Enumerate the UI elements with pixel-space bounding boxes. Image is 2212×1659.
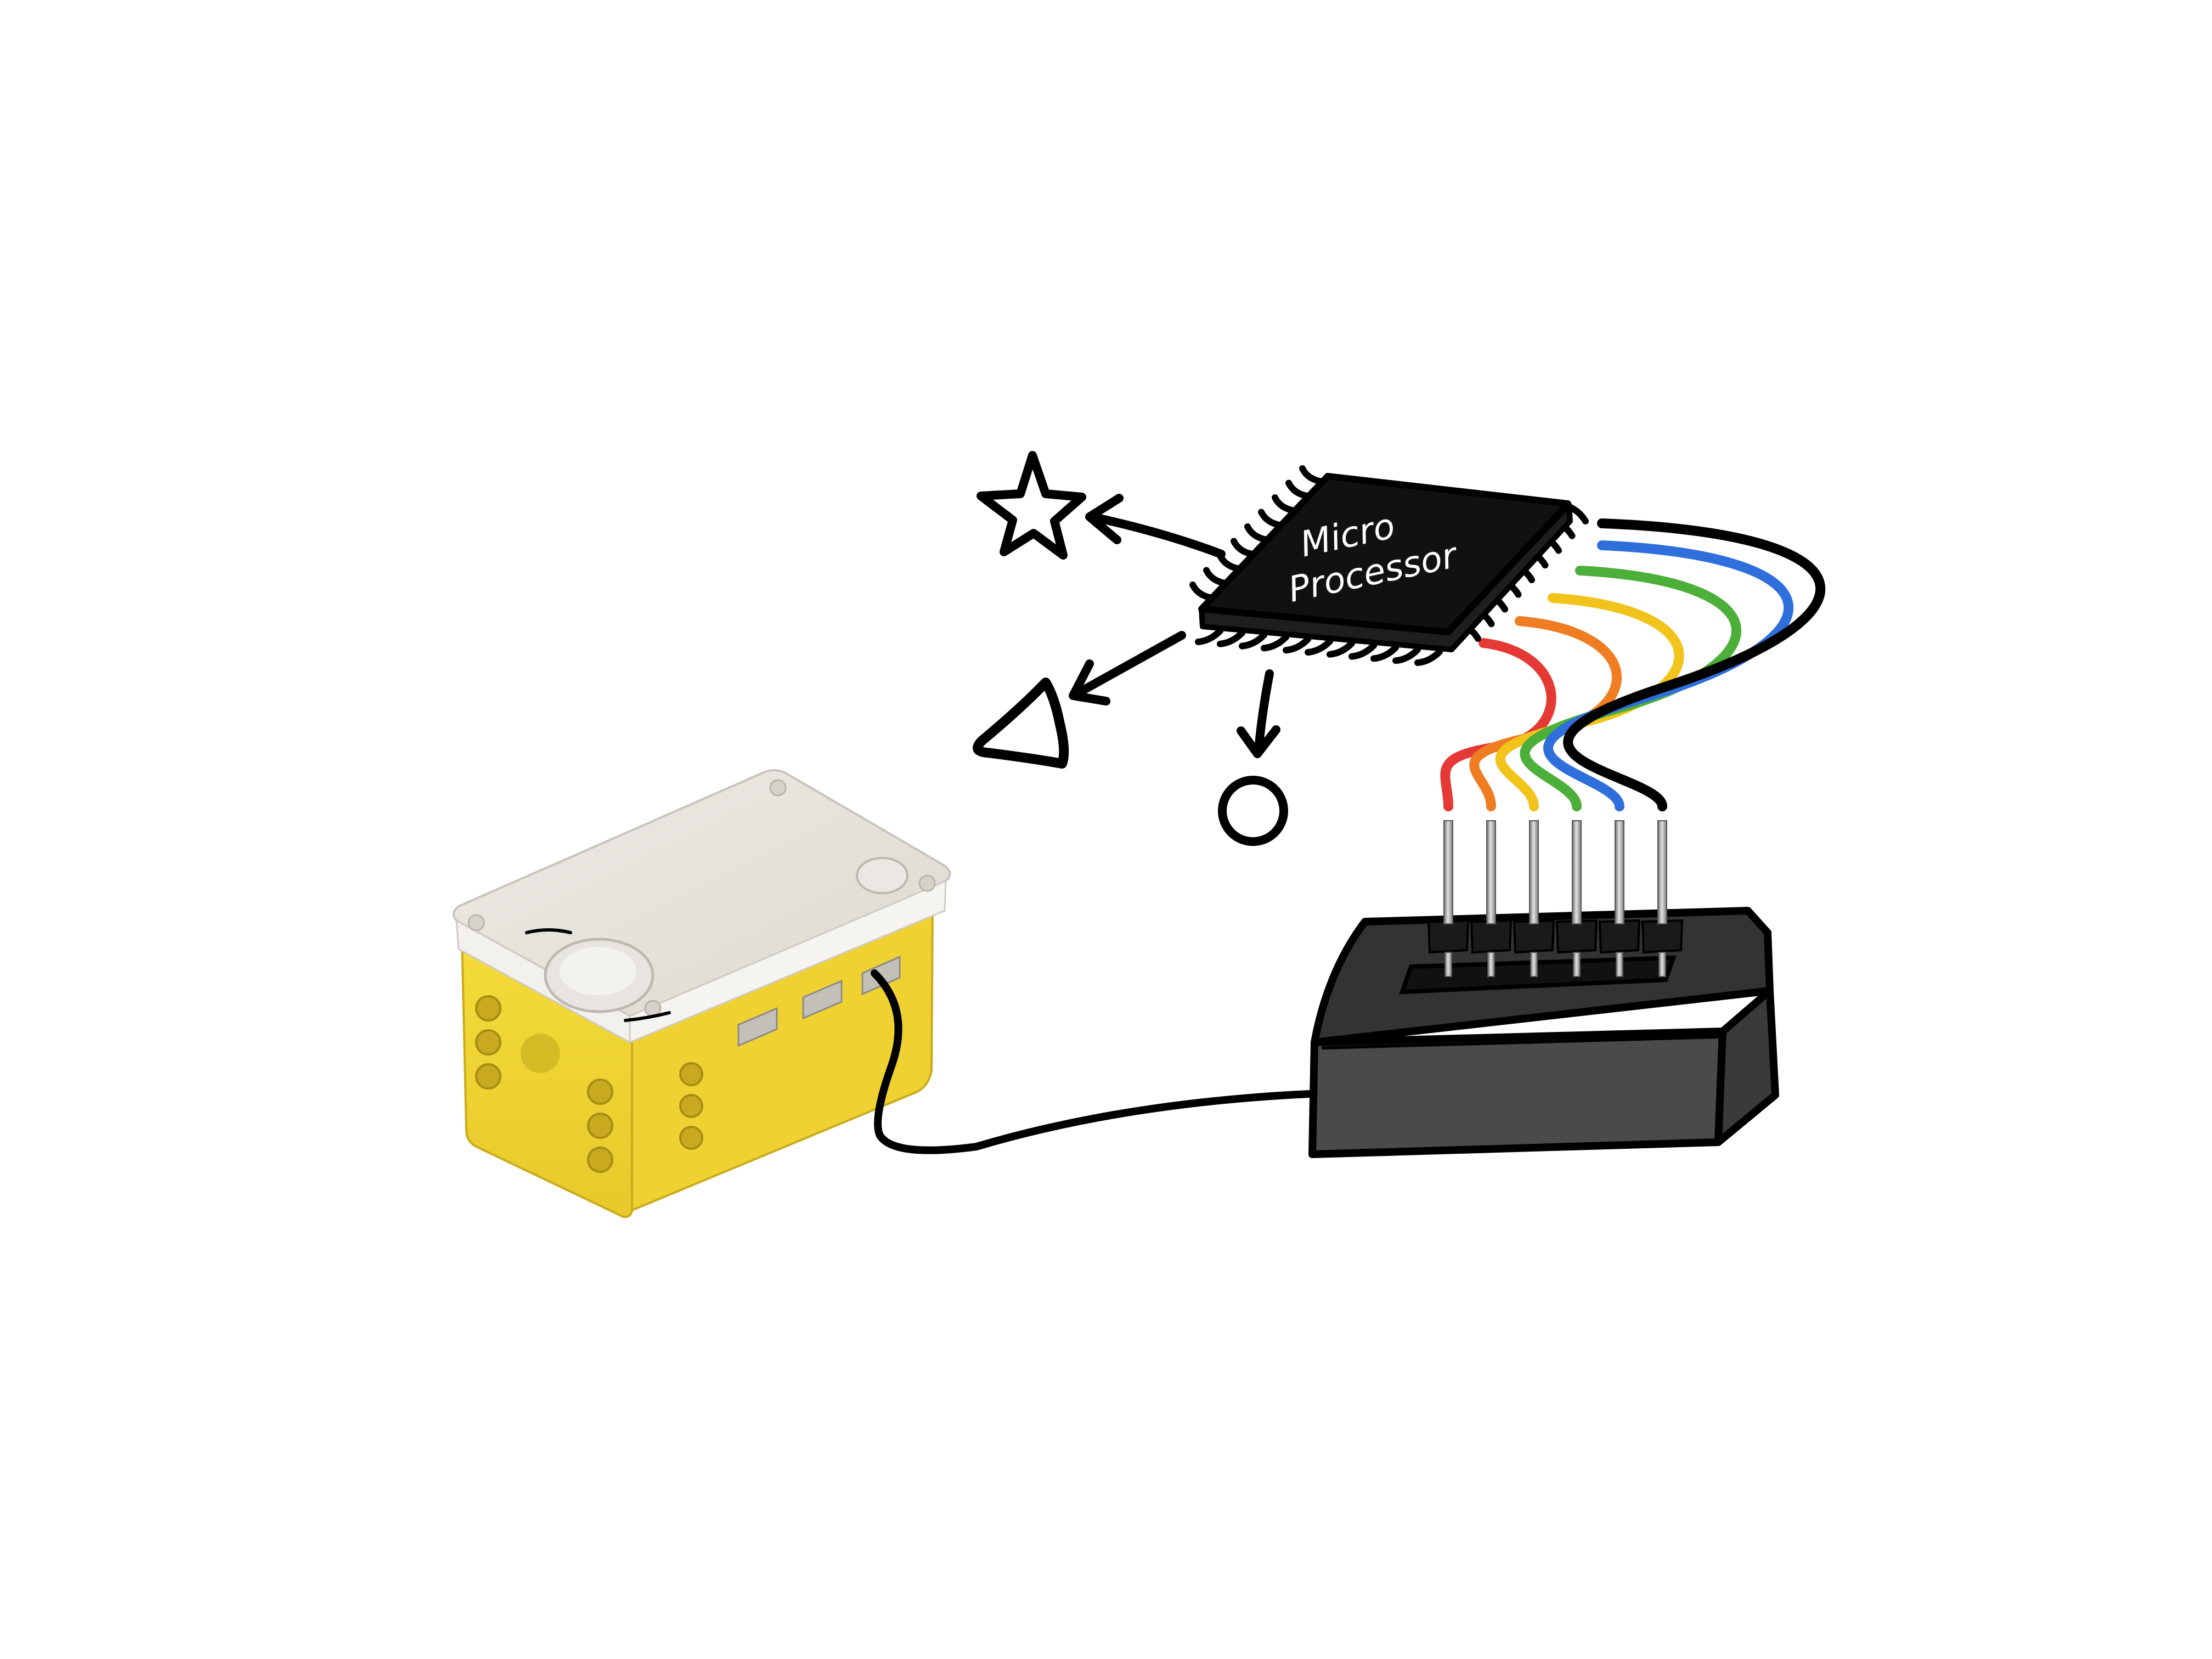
header-pin — [1657, 820, 1667, 924]
chip-leg — [1285, 479, 1312, 500]
hub-body-right — [631, 904, 934, 1212]
hub-lid-screws — [467, 779, 936, 1017]
triangle-icon — [973, 678, 1069, 769]
pin-header-block — [1641, 919, 1684, 954]
connector-side — [1714, 987, 1779, 1146]
hub-ports — [737, 955, 901, 1047]
header-pin — [1486, 820, 1496, 924]
chip-leg — [1283, 636, 1311, 654]
chip-leg — [1370, 644, 1399, 662]
hub-center-button — [544, 938, 654, 1013]
chip-leg — [1261, 634, 1289, 652]
hub-lid-skirt-right — [629, 879, 947, 1044]
hub-speaker-grille — [521, 1034, 560, 1073]
hub-cable — [871, 969, 1313, 1154]
chip-body — [1198, 473, 1571, 635]
wire-red — [1440, 638, 1556, 811]
arrow-to-star — [1085, 494, 1226, 558]
pin-header-block — [1513, 919, 1555, 954]
chip-leg — [1258, 509, 1284, 529]
connector-front — [1308, 1028, 1726, 1158]
pin-header-block — [1555, 919, 1598, 954]
hub-lid-groove — [525, 928, 671, 1022]
chip-legs-bottom — [1195, 628, 1443, 666]
header-pin-lower — [1444, 952, 1452, 977]
circle-icon — [1218, 776, 1288, 846]
rainbow-wires — [1440, 518, 1826, 811]
chip-leg — [1327, 640, 1355, 658]
header-pin-lower — [1530, 952, 1538, 977]
chip-leg — [1414, 648, 1443, 666]
output-arrows — [1069, 494, 1280, 758]
lego-hub — [452, 769, 951, 1218]
chip-leg — [1217, 629, 1245, 647]
header-pin-lower — [1616, 952, 1623, 977]
header-pin-lower — [1658, 952, 1666, 977]
wire-green — [1520, 566, 1741, 811]
star-icon — [977, 451, 1086, 560]
chip-leg — [1305, 638, 1333, 656]
microprocessor-chip: Micro Processor — [1189, 465, 1589, 666]
header-pin-lower — [1487, 952, 1495, 977]
header-pin — [1572, 820, 1582, 924]
arrow-to-triangle — [1069, 631, 1186, 706]
chip-leg — [1239, 631, 1267, 650]
header-pin — [1443, 820, 1453, 924]
pin-header-block — [1427, 919, 1470, 954]
header-pin — [1615, 820, 1624, 924]
chip-leg — [1244, 523, 1271, 543]
connector-edge-highlight — [1322, 1035, 1719, 1049]
pin-header-block — [1470, 919, 1513, 954]
header-pin-lower — [1573, 952, 1581, 977]
chip-leg — [1348, 642, 1377, 660]
wire-black — [1563, 518, 1826, 811]
chip-leg — [1299, 465, 1325, 485]
pin-header — [1427, 820, 1684, 977]
pin-header-block — [1598, 919, 1641, 954]
hub-bluetooth-button — [856, 857, 909, 894]
hub-technic-holes — [475, 995, 703, 1173]
arrow-to-circle — [1237, 669, 1280, 758]
chip-leg — [1392, 646, 1421, 664]
chip-leg — [1272, 494, 1298, 514]
chip-leg — [1195, 628, 1223, 645]
header-pin — [1529, 820, 1539, 924]
chip-leg — [1231, 538, 1257, 558]
